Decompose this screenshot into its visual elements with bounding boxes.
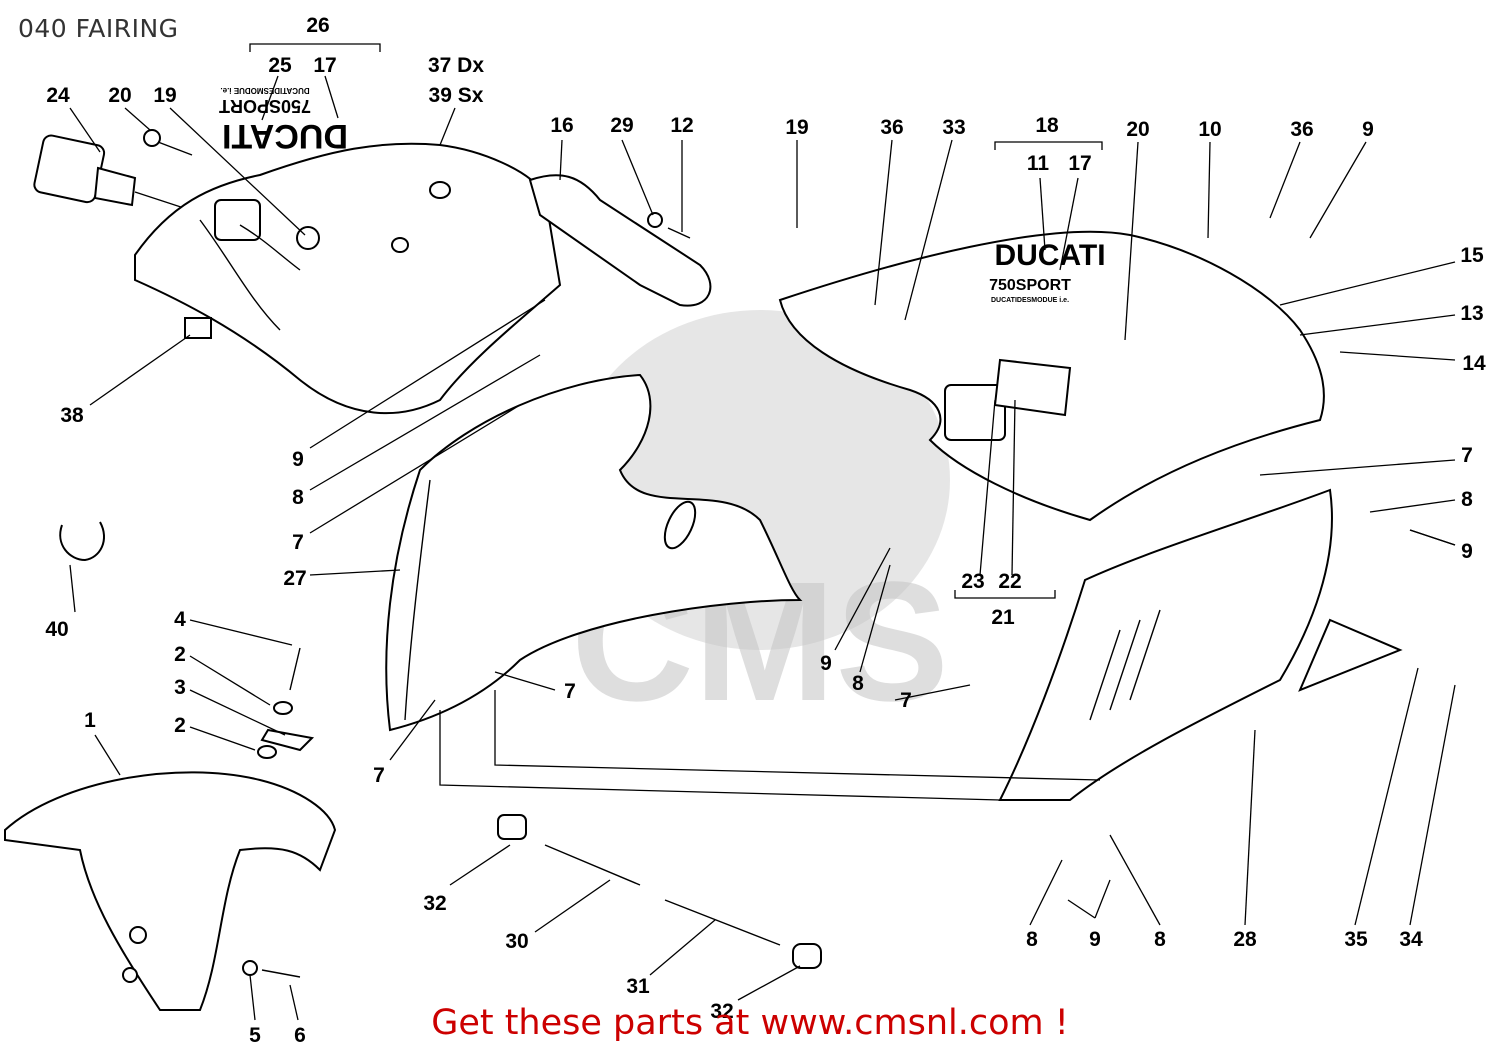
decal-right-brand: DUCATI bbox=[994, 239, 1105, 272]
callout-25: 25 bbox=[268, 54, 292, 77]
decal-right-model: 750SPORT bbox=[989, 277, 1071, 294]
callout-30: 30 bbox=[505, 930, 528, 953]
callout-7: 7 bbox=[1461, 444, 1473, 467]
callout-38: 38 bbox=[60, 404, 84, 427]
inner-fairing-27 bbox=[385, 373, 803, 732]
callout-6: 6 bbox=[294, 1024, 306, 1047]
callout-24: 24 bbox=[46, 84, 70, 107]
callout-14: 14 bbox=[1462, 352, 1486, 375]
decal-left-sub: DUCATIDESMODUE i.e. bbox=[220, 86, 309, 95]
front-mudguard-1 bbox=[4, 771, 337, 1011]
callout-10: 10 bbox=[1198, 118, 1221, 141]
promo-link-text[interactable]: Get these parts at www.cmsnl.com ! bbox=[431, 1003, 1069, 1043]
callout-26: 26 bbox=[306, 14, 329, 37]
bush-32-top bbox=[497, 814, 527, 840]
callout-22: 22 bbox=[998, 570, 1021, 593]
hose-clip-40 bbox=[59, 521, 105, 562]
callout-40: 40 bbox=[45, 618, 68, 641]
callout-9: 9 bbox=[1362, 118, 1374, 141]
decal-left-model: 750SPORT bbox=[219, 96, 311, 116]
callout-11: 11 bbox=[1027, 152, 1050, 175]
callout-37-dx: 37 Dx bbox=[428, 54, 484, 77]
bush-32-bottom bbox=[792, 943, 822, 969]
callout-9: 9 bbox=[292, 448, 304, 471]
lower-fairing-28 bbox=[998, 488, 1403, 801]
callout-19: 19 bbox=[785, 116, 808, 139]
bolt-12-washer-29 bbox=[647, 212, 691, 239]
callout-28: 28 bbox=[1233, 928, 1257, 951]
callout-35: 35 bbox=[1344, 928, 1368, 951]
callout-12: 12 bbox=[670, 114, 693, 137]
callout-33: 33 bbox=[942, 116, 965, 139]
callout-27: 27 bbox=[283, 567, 306, 590]
callout-36: 36 bbox=[1290, 118, 1313, 141]
mudguard-mount-hardware bbox=[257, 647, 315, 759]
callout-4: 4 bbox=[174, 608, 186, 631]
callout-32: 32 bbox=[423, 892, 446, 915]
callout-21: 21 bbox=[991, 606, 1015, 629]
callout-8: 8 bbox=[1461, 488, 1473, 511]
callout-31: 31 bbox=[626, 975, 650, 998]
callout-17: 17 bbox=[1068, 152, 1091, 175]
air-duct-16 bbox=[528, 174, 712, 307]
callout-13: 13 bbox=[1460, 302, 1483, 325]
callout-8: 8 bbox=[1154, 928, 1166, 951]
callout-39-sx: 39 Sx bbox=[429, 84, 484, 107]
callout-1: 1 bbox=[84, 709, 96, 732]
callout-labels: 24 20 19 26 25 17 37 Dx 39 Sx 16 29 12 1… bbox=[45, 14, 1486, 1047]
callout-20: 20 bbox=[1126, 118, 1149, 141]
callout-29: 29 bbox=[610, 114, 633, 137]
decal-right-sub: DUCATIDESMODUE i.e. bbox=[991, 297, 1069, 304]
decal-left-brand: DUCATI bbox=[222, 117, 348, 155]
callout-18: 18 bbox=[1035, 114, 1059, 137]
callout-36: 36 bbox=[880, 116, 903, 139]
callout-3: 3 bbox=[174, 676, 186, 699]
bolt-left-20 bbox=[143, 129, 193, 156]
decal-right: DUCATI 750SPORT DUCATIDESMODUE i.e. bbox=[989, 239, 1105, 304]
callout-17: 17 bbox=[313, 54, 336, 77]
callout-20: 20 bbox=[108, 84, 131, 107]
rod-31 bbox=[664, 899, 781, 946]
callout-9: 9 bbox=[1461, 540, 1473, 563]
upper-fairing-side-panel bbox=[134, 142, 562, 415]
turn-signal-left bbox=[33, 134, 191, 211]
callout-7: 7 bbox=[292, 531, 304, 554]
callout-23: 23 bbox=[961, 570, 984, 593]
callout-34: 34 bbox=[1399, 928, 1423, 951]
callout-7: 7 bbox=[900, 689, 912, 712]
callout-5: 5 bbox=[249, 1024, 261, 1047]
callout-8: 8 bbox=[1026, 928, 1038, 951]
callout-32: 32 bbox=[710, 1000, 733, 1023]
callout-19: 19 bbox=[153, 84, 176, 107]
callout-15: 15 bbox=[1460, 244, 1484, 267]
callout-9: 9 bbox=[820, 652, 832, 675]
callout-2: 2 bbox=[174, 643, 186, 666]
mudguard-bolt-5-6 bbox=[242, 960, 301, 978]
leader-lines bbox=[69, 43, 1456, 1021]
decal-left: DUCATI 750SPORT DUCATIDESMODUE i.e. bbox=[219, 86, 348, 155]
clip-nut-38 bbox=[184, 317, 212, 339]
callout-16: 16 bbox=[550, 114, 573, 137]
callout-7: 7 bbox=[564, 680, 576, 703]
callout-7: 7 bbox=[373, 764, 385, 787]
callout-2: 2 bbox=[174, 714, 186, 737]
upper-fairing-front bbox=[778, 230, 1325, 522]
callout-9: 9 bbox=[1089, 928, 1101, 951]
callout-8: 8 bbox=[292, 486, 304, 509]
callout-8: 8 bbox=[852, 672, 864, 695]
rod-30 bbox=[544, 844, 641, 886]
page-title: 040 FAIRING bbox=[18, 14, 179, 43]
